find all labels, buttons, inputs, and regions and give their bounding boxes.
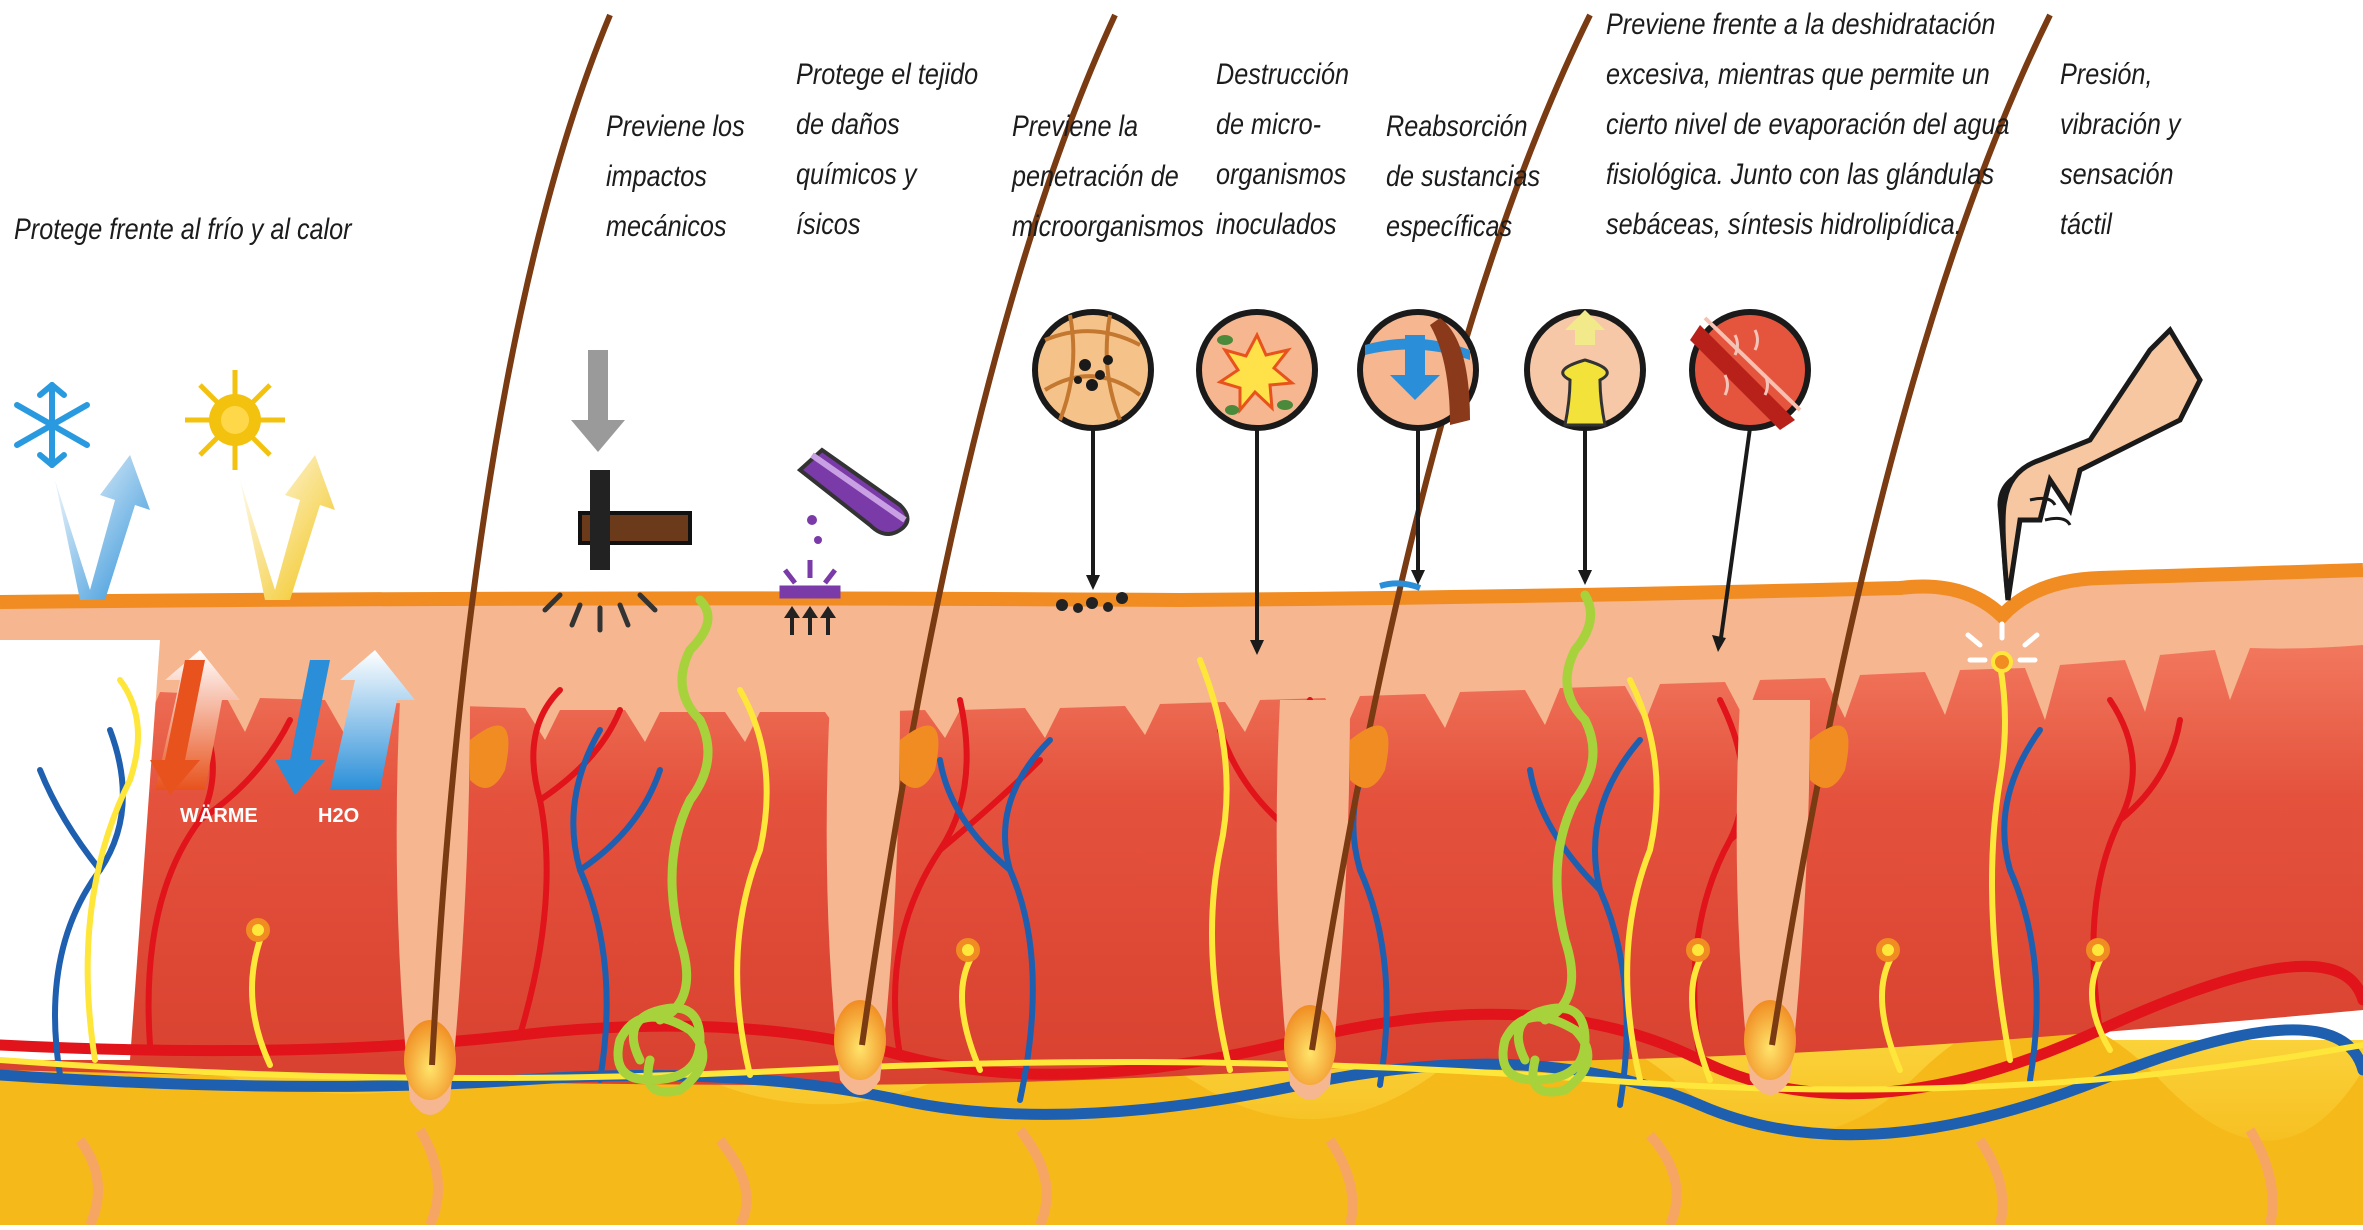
label-line: de sustancias xyxy=(1386,152,1540,202)
magnifier-reabsorption xyxy=(1360,312,1476,585)
cold-reflect-arrow xyxy=(55,455,150,600)
label-touch: Presión, vibración y sensación táctil xyxy=(2060,50,2180,250)
label-reabsorption: Reabsorción de sustancias específicas xyxy=(1386,102,1540,252)
label-line: táctil xyxy=(2060,200,2180,250)
test-tube-icon xyxy=(800,450,908,544)
water-label: H2O xyxy=(318,805,359,827)
label-penetration: Previene la penetración de microorganism… xyxy=(1012,102,1204,252)
magnifier-sweat-pore xyxy=(1527,310,1643,585)
label-line: Previene los xyxy=(606,102,745,152)
label-line: excesiva, mientras que permite un xyxy=(1606,50,2009,100)
label-line: Previene la xyxy=(1012,102,1204,152)
label-line: Protege frente al frío y al calor xyxy=(14,205,352,255)
label-line: Protege el tejido xyxy=(796,50,978,100)
heat-reflect-arrow xyxy=(240,455,335,600)
label-line: inoculados xyxy=(1216,200,1349,250)
snowflake-icon xyxy=(17,385,87,465)
label-thermal-protection: Protege frente al frío y al calor xyxy=(14,205,352,255)
label-line: Destrucción xyxy=(1216,50,1349,100)
label-line: específicas xyxy=(1386,202,1540,252)
label-line: vibración y xyxy=(2060,100,2180,150)
label-line: fisiológica. Junto con las glándulas xyxy=(1606,150,2009,200)
label-destruction: Destrucción de micro- organismos inocula… xyxy=(1216,50,1349,250)
upward-arrows xyxy=(784,606,836,635)
sun-icon xyxy=(185,370,285,470)
magnifier-microbe-barrier xyxy=(1035,312,1151,590)
label-line: sensación xyxy=(2060,150,2180,200)
label-line: sebáceas, síntesis hidrolipídica. xyxy=(1606,200,2009,250)
hammer-icon xyxy=(580,470,690,570)
label-line: cierto nivel de evaporación del agua xyxy=(1606,100,2009,150)
label-line: impactos xyxy=(606,152,745,202)
pointing-hand-icon xyxy=(2000,330,2200,600)
label-line: de micro- xyxy=(1216,100,1349,150)
label-line: microorganismos xyxy=(1012,202,1204,252)
label-line: mecánicos xyxy=(606,202,745,252)
label-line: Previene frente a la deshidratación xyxy=(1606,0,2009,50)
label-chemical: Protege el tejido de daños químicos y ís… xyxy=(796,50,978,250)
heat-label: WÄRME xyxy=(180,804,258,827)
chemical-reaction-icon xyxy=(782,560,838,596)
label-line: químicos y xyxy=(796,150,978,200)
label-line: Reabsorción xyxy=(1386,102,1540,152)
impact-arrow-icon xyxy=(571,350,625,452)
label-line: Presión, xyxy=(2060,50,2180,100)
label-mechanical: Previene los impactos mecánicos xyxy=(606,102,745,252)
label-line: ísicos xyxy=(796,200,978,250)
label-line: penetración de xyxy=(1012,152,1204,202)
label-line: de daños xyxy=(796,100,978,150)
label-dehydration: Previene frente a la deshidratación exce… xyxy=(1606,0,2009,250)
label-line: organismos xyxy=(1216,150,1349,200)
